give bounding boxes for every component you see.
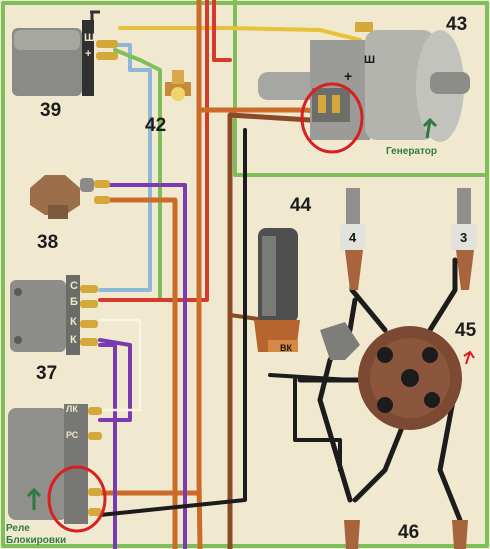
label-46: 46 xyxy=(398,522,420,543)
label-43: 43 xyxy=(446,14,468,35)
spark-plug-3-number: 3 xyxy=(460,230,468,245)
wire-orange-38 xyxy=(102,197,178,549)
wire-white-37 xyxy=(98,318,142,412)
terminal-relay37-s: С xyxy=(70,280,78,292)
label-44: 44 xyxy=(290,195,312,216)
distributor-45 xyxy=(320,322,462,430)
label-38: 38 xyxy=(37,232,59,253)
lock-relay-annotation-line2: Блокировки xyxy=(6,535,67,546)
terminal-lock-rs: РС xyxy=(66,430,79,440)
relay-39 xyxy=(12,10,118,96)
label-42: 42 xyxy=(145,115,167,136)
wire-yellow xyxy=(118,26,362,42)
annotation-marks xyxy=(26,82,475,533)
wire-brown-coil xyxy=(228,313,267,322)
wire-red-main xyxy=(98,0,209,302)
sensor-38 xyxy=(30,175,110,219)
spark-plug-4-number: 4 xyxy=(349,230,357,245)
wire-purple-lock xyxy=(98,343,117,549)
ignition-coil-44 xyxy=(254,228,300,352)
terminal-gen-plus: + xyxy=(344,68,353,84)
generator-43 xyxy=(258,22,470,142)
terminal-relay37-b: Б xyxy=(70,296,78,308)
spark-plug-4 xyxy=(340,188,366,290)
terminal-coil-vk: ВК xyxy=(280,343,292,353)
wire-red-2 xyxy=(212,0,232,62)
annotation-circle-generator xyxy=(300,82,364,154)
terminal-relay39-plus: + xyxy=(85,48,92,60)
label-39: 39 xyxy=(40,100,62,121)
lock-relay-annotation-line1: Реле xyxy=(6,523,30,534)
wire-purple-38 xyxy=(103,183,187,549)
relay-37 xyxy=(10,275,98,355)
terminal-relay39-sh: Ш xyxy=(84,32,96,44)
arrow-lock-relay xyxy=(26,487,42,510)
terminal-lock-lk: ЛК xyxy=(66,404,78,414)
arrow-generator xyxy=(422,117,438,139)
generator-annotation: Генератор xyxy=(386,146,437,157)
label-45: 45 xyxy=(455,320,477,341)
label-37: 37 xyxy=(36,363,58,384)
bulb-42 xyxy=(165,70,191,101)
arrow-distributor xyxy=(463,350,475,365)
wire-orange xyxy=(196,0,203,549)
terminal-relay37-k2: К xyxy=(70,334,77,346)
annotation-circle-lock-relay xyxy=(47,465,107,533)
lock-relay xyxy=(8,404,102,524)
terminal-gen-sh: Ш xyxy=(364,54,376,66)
wire-blue xyxy=(98,43,152,292)
terminal-relay37-k1: К xyxy=(70,316,77,328)
spark-plug-3 xyxy=(451,188,477,290)
wire-black-main xyxy=(98,128,247,517)
spark-plugs-46 xyxy=(344,520,468,549)
